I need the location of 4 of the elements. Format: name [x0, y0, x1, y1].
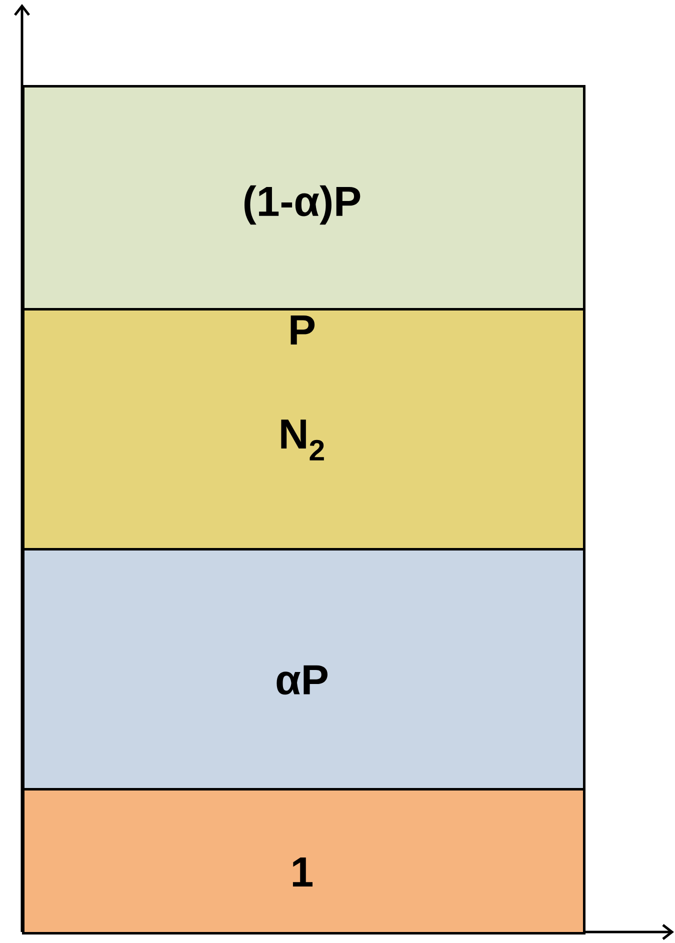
band: αP: [22, 548, 586, 790]
band: P N$_{2}$: [22, 308, 586, 550]
band: 1: [22, 788, 586, 934]
band: (1-α)P: [22, 85, 586, 310]
